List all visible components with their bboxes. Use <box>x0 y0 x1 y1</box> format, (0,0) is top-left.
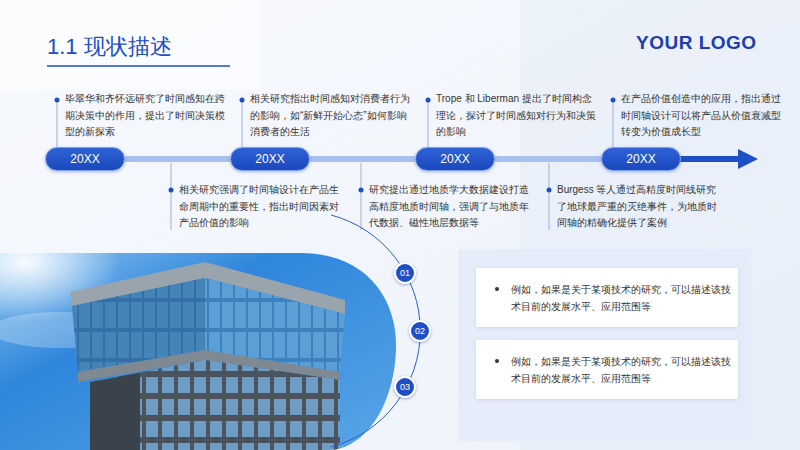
leader-dot <box>547 188 552 193</box>
timeline-note: 毕翠华和齐怀远研究了时间感知在跨期决策中的作用，提出了时间决策模型的新探索 <box>65 91 227 141</box>
timeline-note: 在产品价值创造中的应用，指出通过时间轴设计可以将产品从价值衰减型转变为价值成长型 <box>621 91 786 141</box>
decor-arc <box>331 215 420 447</box>
leader-dot <box>240 98 245 103</box>
year-text: 20XX <box>70 152 99 166</box>
timeline-track <box>676 156 740 162</box>
year-text: 20XX <box>255 152 284 166</box>
leader-line <box>613 100 614 147</box>
leader-dot <box>426 98 431 103</box>
step-circle: 02 <box>409 320 431 342</box>
year-pill: 20XX <box>601 147 681 171</box>
timeline-segment <box>310 156 415 162</box>
timeline-note: Burgess 等人通过高精度时间线研究了地球最严重的灭绝事件，为地质时间轴的精… <box>557 182 719 232</box>
year-pill: 20XX <box>230 147 310 171</box>
step-circle: 01 <box>394 262 416 284</box>
leader-dot <box>611 98 616 103</box>
leader-line <box>549 163 550 230</box>
pillar <box>90 373 140 450</box>
timeline-note: 相关研究强调了时间轴设计在产品生命周期中的重要性，指出时间因素对产品价值的影响 <box>179 182 341 232</box>
timeline-segment <box>495 156 601 162</box>
lower-facade <box>90 360 340 450</box>
step-number: 02 <box>415 326 425 336</box>
leader-line <box>428 100 429 147</box>
bullet-dot <box>495 359 499 363</box>
year-pill: 20XX <box>415 147 495 171</box>
box-text: 例如，如果是关于某项技术的研究，可以描述该技术目前的发展水平、应用范围等 <box>511 353 733 387</box>
timeline-note: 研究提出通过地质学大数据建设打造高精度地质时间轴，强调了与地质年代数据、磁性地层… <box>369 182 531 232</box>
logo-text: YOUR LOGO <box>636 31 757 55</box>
box-text: 例如，如果是关于某项技术的研究，可以描述该技术目前的发展水平、应用范围等 <box>511 281 733 315</box>
leader-dot <box>359 188 364 193</box>
background-glow <box>0 0 260 90</box>
slide-title: 1.1 现状描述 <box>47 33 172 61</box>
year-text: 20XX <box>626 152 655 166</box>
leader-line <box>171 163 172 230</box>
step-number: 01 <box>400 268 410 278</box>
content-box: 例如，如果是关于某项技术的研究，可以描述该技术目前的发展水平、应用范围等 <box>476 268 738 327</box>
leader-line <box>242 100 243 147</box>
building-photo <box>0 202 400 450</box>
timeline-arrowhead <box>738 149 758 169</box>
step-number: 03 <box>400 382 410 392</box>
leader-dot <box>169 188 174 193</box>
year-pill: 20XX <box>45 147 125 171</box>
content-panel <box>458 249 751 441</box>
year-text: 20XX <box>440 152 469 166</box>
content-box: 例如，如果是关于某项技术的研究，可以描述该技术目前的发展水平、应用范围等 <box>476 340 738 399</box>
step-circle: 03 <box>394 376 416 398</box>
leader-dot <box>55 98 60 103</box>
timeline-note: Trope 和 Liberman 提出了时间构念理论，探讨了时间感知对行为和决策… <box>436 91 598 141</box>
title-underline <box>47 65 230 67</box>
leader-line <box>361 163 362 230</box>
leader-line <box>57 100 58 147</box>
timeline-note: 相关研究指出时间感知对消费者行为的影响，如“新鲜开始心态”如何影响消费者的生活 <box>250 91 412 141</box>
bullet-dot <box>495 287 499 291</box>
timeline-segment <box>125 156 230 162</box>
